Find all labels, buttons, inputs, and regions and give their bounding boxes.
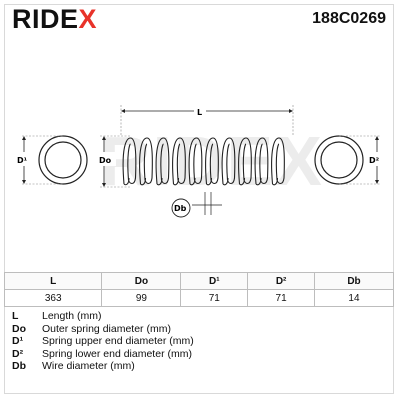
legend-item: Db Wire diameter (mm) [12, 360, 392, 373]
legend: L Length (mm) Do Outer spring diameter (… [12, 310, 392, 373]
value-db: 14 [313, 289, 395, 307]
header-d1: D¹ [180, 272, 249, 290]
lower-end-ring: D² [314, 135, 386, 185]
legend-code: D¹ [12, 335, 24, 347]
legend-item: D² Spring lower end diameter (mm) [12, 348, 392, 361]
legend-desc: Wire diameter (mm) [42, 360, 135, 372]
legend-code: Do [12, 322, 26, 335]
legend-desc: Spring upper end diameter (mm) [42, 335, 194, 347]
legend-code: D² [12, 347, 24, 360]
coil-spring [122, 137, 285, 186]
label-l: L [197, 108, 202, 117]
spring-coil [271, 137, 285, 186]
brand-logo: RIDEX [12, 4, 97, 35]
spring-drawing: RIDEX D¹ Do L Db [16, 103, 386, 218]
spring-coil [172, 137, 186, 186]
label-d1: D¹ [17, 156, 28, 165]
value-d1: 71 [180, 289, 249, 307]
spring-coil [254, 137, 269, 186]
dimensions-table: L Do D¹ D² Db 363 99 71 71 14 [3, 272, 395, 307]
legend-desc: Outer spring diameter (mm) [42, 322, 171, 335]
header: RIDEX 188C0269 [0, 0, 400, 40]
label-db: Db [174, 204, 187, 213]
part-number: 188C0269 [312, 10, 386, 27]
header-db: Db [313, 272, 395, 290]
spring-coil [221, 137, 236, 186]
legend-code: L [12, 310, 19, 322]
logo-text: RIDE [12, 4, 79, 34]
upper-end-ring: D¹ [16, 135, 88, 185]
length-dimension: L [120, 103, 294, 135]
header-d2: D² [247, 272, 315, 290]
value-l: 363 [3, 289, 103, 307]
value-d2: 71 [247, 289, 315, 307]
diagram-frame [4, 4, 394, 394]
legend-item: Do Outer spring diameter (mm) [12, 323, 392, 336]
header-do: Do [101, 272, 182, 290]
table-row: 363 99 71 71 14 [3, 289, 395, 307]
legend-desc: Length (mm) [42, 310, 102, 322]
label-do: Do [99, 156, 112, 165]
spring-coil [155, 137, 170, 186]
spring-coil [188, 137, 203, 186]
spring-coil [139, 137, 153, 186]
wire-diameter-dimension: Db [171, 192, 222, 218]
header-l: L [3, 272, 103, 290]
legend-item: L Length (mm) [12, 310, 392, 323]
legend-desc: Spring lower end diameter (mm) [42, 347, 192, 360]
value-do: 99 [101, 289, 182, 307]
outer-diameter-dimension: Do [98, 135, 130, 188]
legend-code: Db [12, 360, 26, 372]
spring-coil [205, 137, 219, 186]
spring-coil [122, 137, 137, 186]
label-d2: D² [369, 156, 380, 165]
legend-item: D¹ Spring upper end diameter (mm) [12, 335, 392, 348]
spring-coil [238, 137, 252, 186]
table-header-row: L Do D¹ D² Db [3, 272, 395, 290]
logo-x: X [78, 4, 98, 34]
watermark: RIDEX [100, 122, 324, 200]
